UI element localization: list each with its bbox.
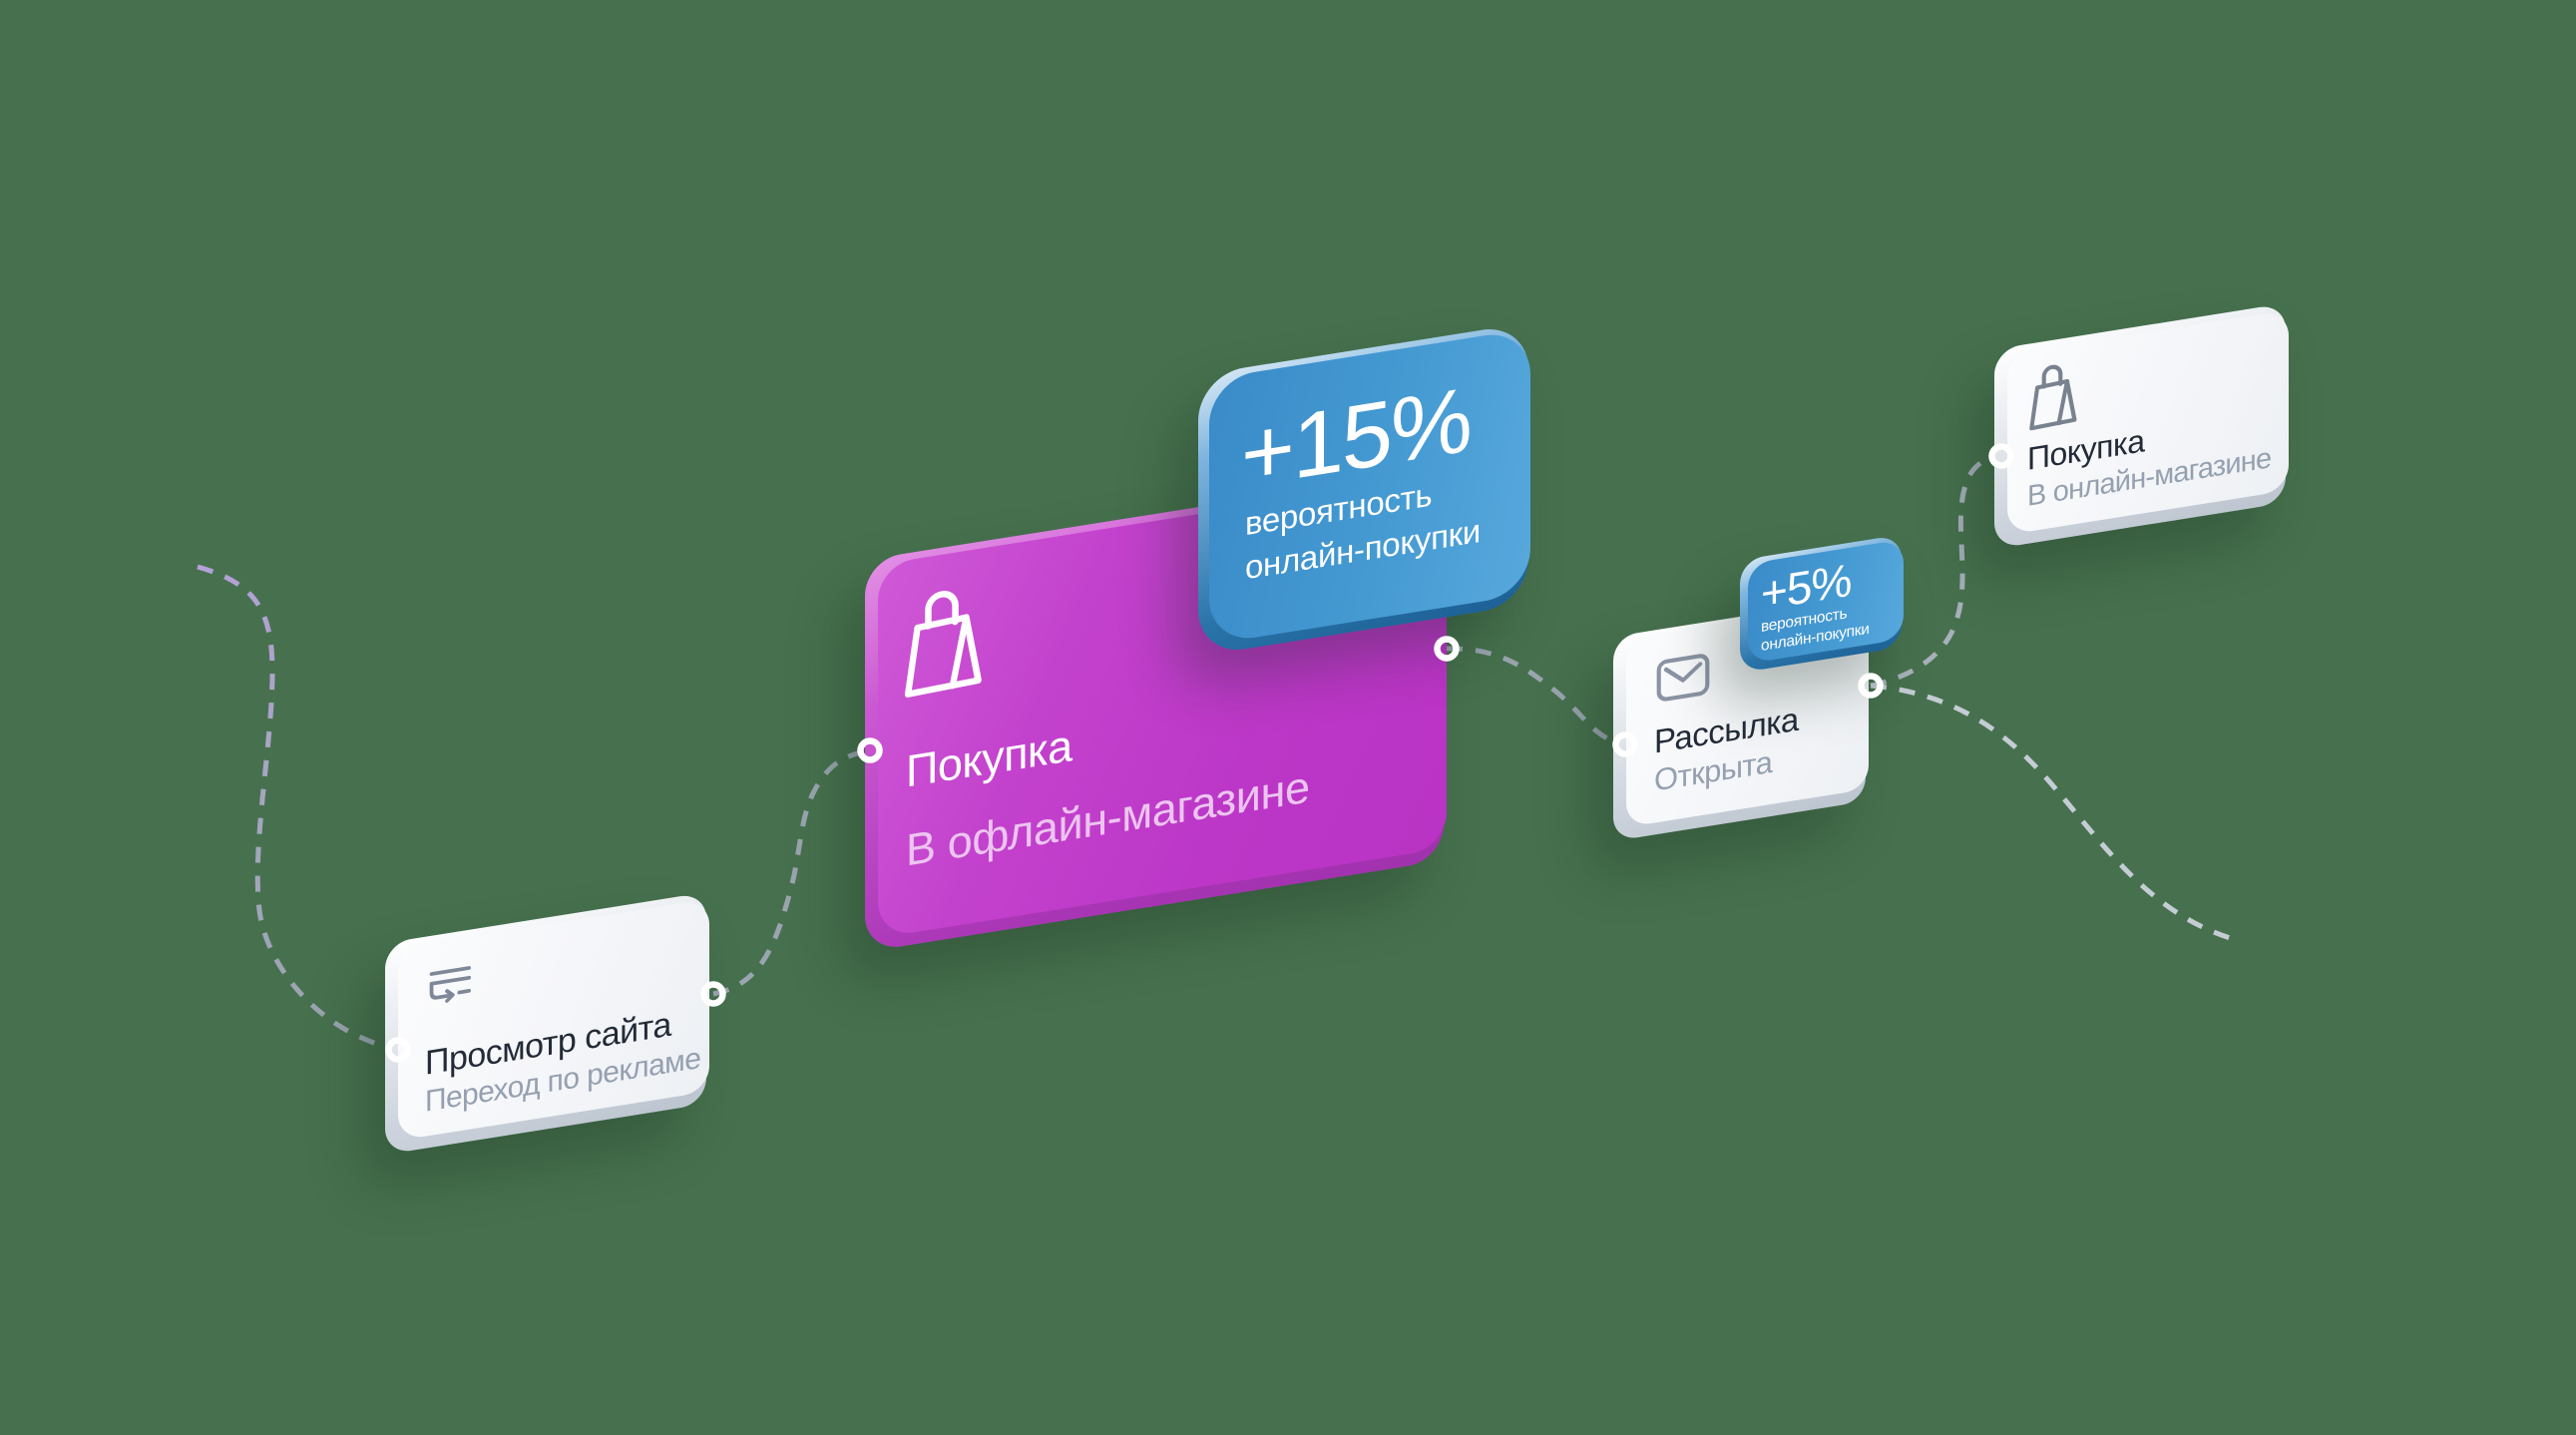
node-site-view-out[interactable] (700, 981, 726, 1007)
node-newsletter-out[interactable] (1858, 673, 1884, 699)
node-offline-out[interactable] (1434, 636, 1460, 662)
connector-offline-to-newsletter (1446, 646, 1626, 747)
connector-newsletter-to-online (1870, 453, 2002, 689)
connector-siteview-to-offline (712, 747, 871, 997)
card-online-purchase[interactable]: Покупка В онлайн-магазине (1994, 302, 2289, 550)
connector-newsletter-exit (1870, 683, 2238, 943)
node-newsletter-in[interactable] (1612, 731, 1638, 757)
card-site-view[interactable]: Просмотр сайта Переход по рекламе (385, 892, 709, 1156)
redirect-lines-icon (429, 966, 471, 1003)
card-newsletter[interactable]: Рассылка Открыта (1613, 596, 1869, 842)
shopping-bag-icon (2029, 364, 2077, 431)
node-site-view-in[interactable] (385, 1037, 411, 1063)
card-offline-purchase[interactable]: Покупка В офлайн-магазине (865, 468, 1447, 953)
envelope-icon (1656, 654, 1710, 702)
shopping-bag-icon (904, 591, 982, 698)
connector-entry (197, 564, 399, 1053)
node-online-in[interactable] (1988, 443, 2014, 469)
node-offline-in[interactable] (857, 737, 883, 763)
